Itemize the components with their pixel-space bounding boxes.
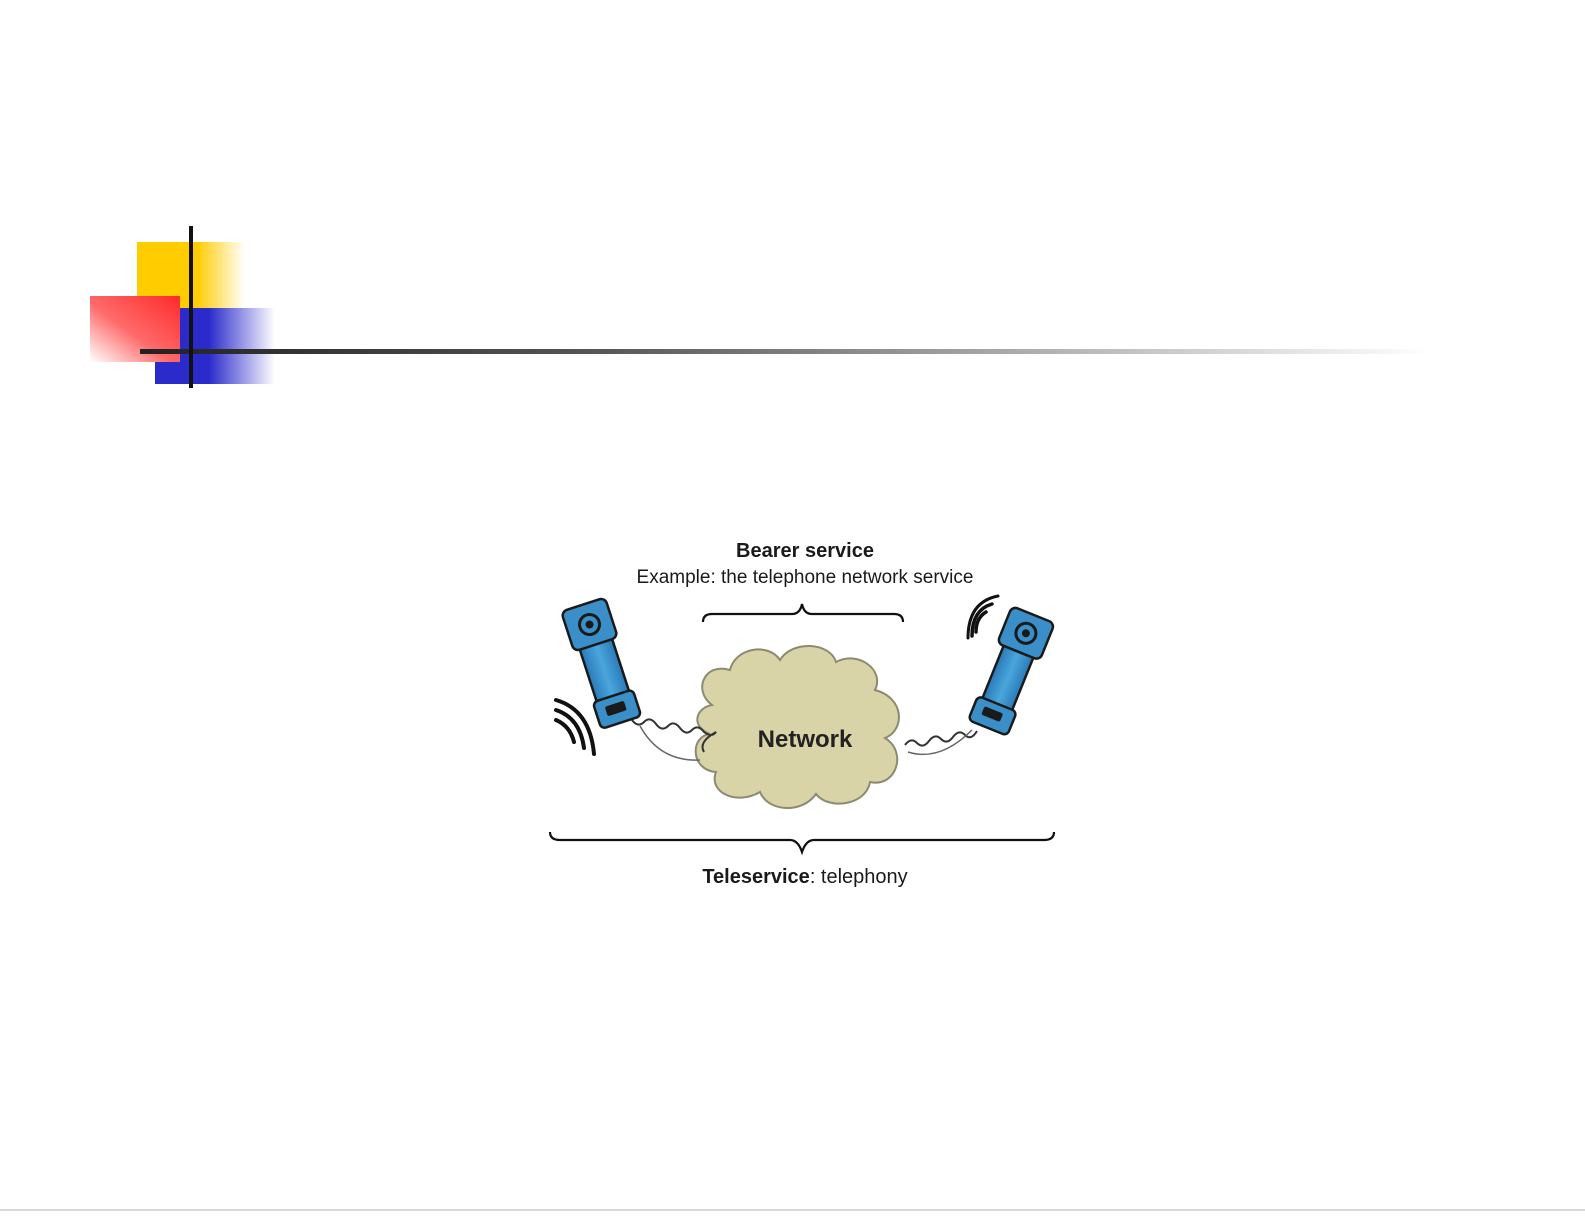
right-telephone-handset-icon xyxy=(966,606,1054,736)
teleservice-value: : telephony xyxy=(810,866,908,888)
bearer-teleservice-diagram: Bearer service Example: the telephone ne… xyxy=(540,530,1070,910)
bearer-curly-brace-icon xyxy=(703,604,903,622)
left-sound-waves-icon xyxy=(556,700,594,754)
teleservice-term: Teleservice xyxy=(702,866,810,888)
teleservice-caption: Teleservice: telephony xyxy=(540,866,1070,889)
bottom-divider xyxy=(0,1209,1585,1211)
network-label: Network xyxy=(730,726,880,754)
vertical-rule xyxy=(189,226,193,388)
teleservice-curly-brace-icon xyxy=(550,832,1054,852)
bearer-service-example: Example: the telephone network service xyxy=(540,567,1070,589)
right-sound-waves-icon xyxy=(968,596,998,638)
bearer-service-title: Bearer service xyxy=(540,540,1070,563)
horizontal-rule xyxy=(140,349,1430,354)
slide-header-decoration xyxy=(0,0,1585,420)
right-phone-cord xyxy=(905,731,977,746)
